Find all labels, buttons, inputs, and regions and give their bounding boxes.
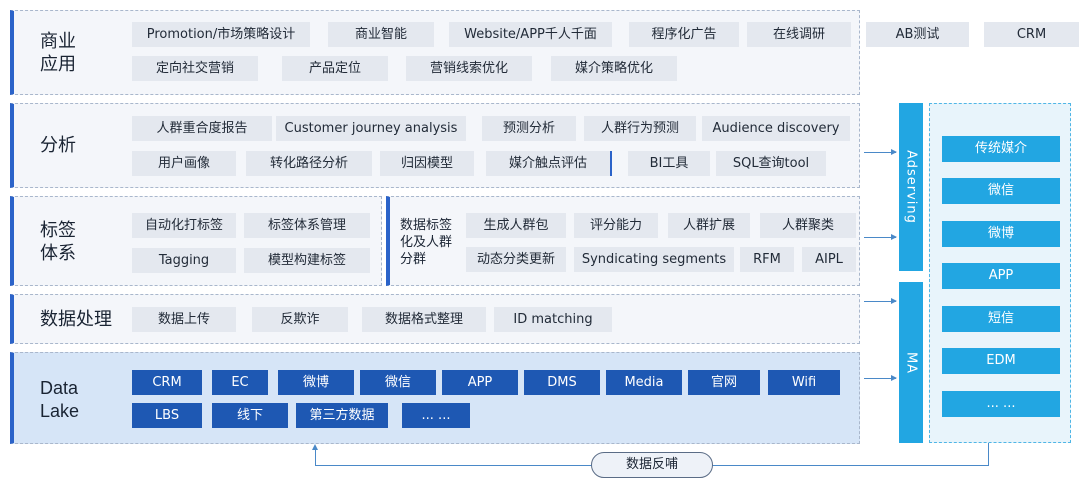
datalake-source[interactable]: EC — [212, 370, 268, 395]
analysis-separator — [610, 151, 612, 176]
feedback-label[interactable]: 数据反哺 — [591, 452, 713, 478]
analysis-tag[interactable]: 人群重合度报告 — [132, 116, 272, 141]
business-tag[interactable]: Website/APP千人千面 — [449, 22, 612, 47]
analysis-tag[interactable]: 人群行为预测 — [584, 116, 696, 141]
processing-tag[interactable]: 数据格式整理 — [362, 307, 486, 332]
analysis-tag[interactable]: 转化路径分析 — [246, 151, 372, 176]
segmentation-tag[interactable]: 人群聚类 — [760, 213, 856, 238]
media-item[interactable]: 短信 — [942, 306, 1060, 332]
business-tag[interactable]: 产品定位 — [282, 56, 388, 81]
business-tag[interactable]: 在线调研 — [747, 22, 851, 47]
processing-arrow — [864, 298, 897, 304]
media-item[interactable]: APP — [942, 263, 1060, 289]
feedback-line-vertical-right — [988, 443, 989, 465]
datalake-row: Data Lake CRM EC 微博 微信 APP DMS Media 官网 … — [10, 352, 860, 444]
ma-channel[interactable]: MA — [899, 282, 923, 443]
segmentation-tag[interactable]: 动态分类更新 — [466, 247, 566, 272]
datalake-source[interactable]: Media — [606, 370, 682, 395]
segmentation-tag[interactable]: 人群扩展 — [668, 213, 750, 238]
analysis-tag[interactable]: Audience discovery — [702, 116, 850, 141]
processing-title: 数据处理 — [40, 309, 112, 330]
adserving-channel[interactable]: Adserving — [899, 103, 923, 271]
media-item[interactable]: 微博 — [942, 221, 1060, 247]
business-tag[interactable]: 商业智能 — [328, 22, 434, 47]
datalake-source[interactable]: DMS — [524, 370, 600, 395]
datalake-source[interactable]: 微信 — [360, 370, 436, 395]
labels-arrow — [864, 234, 897, 240]
datalake-source[interactable]: Wifi — [768, 370, 840, 395]
labels-row: 标签 体系 自动化打标签 标签体系管理 Tagging 模型构建标签 — [10, 196, 382, 286]
media-item[interactable]: 微信 — [942, 178, 1060, 204]
analysis-arrow — [864, 149, 897, 155]
segmentation-tag[interactable]: 生成人群包 — [466, 213, 566, 238]
analysis-tag[interactable]: 归因模型 — [380, 151, 474, 176]
labels-tag[interactable]: 自动化打标签 — [132, 213, 236, 238]
business-tag[interactable]: 媒介策略优化 — [551, 56, 677, 81]
analysis-tag[interactable]: 预测分析 — [482, 116, 576, 141]
processing-row: 数据处理 数据上传 反欺诈 数据格式整理 ID matching — [10, 294, 860, 344]
segmentation-title: 数据标签 化及人群 分群 — [400, 218, 453, 267]
analysis-tag[interactable]: 用户画像 — [132, 151, 236, 176]
datalake-source[interactable]: CRM — [132, 370, 202, 395]
media-item[interactable]: EDM — [942, 348, 1060, 374]
datalake-title: Data Lake — [40, 378, 80, 421]
segmentation-tag[interactable]: RFM — [740, 247, 794, 272]
business-tag[interactable]: 定向社交营销 — [132, 56, 258, 81]
business-tag[interactable]: 营销线索优化 — [406, 56, 532, 81]
analysis-row: 分析 人群重合度报告 Customer journey analysis 预测分… — [10, 103, 860, 188]
datalake-source[interactable]: LBS — [132, 403, 202, 428]
processing-tag[interactable]: 反欺诈 — [252, 307, 348, 332]
feedback-line-vertical-left — [315, 449, 316, 465]
processing-tag[interactable]: ID matching — [494, 307, 612, 332]
business-row: 商业 应用 Promotion/市场策略设计 商业智能 Website/APP千… — [10, 10, 1079, 95]
datalake-arrow — [864, 375, 897, 381]
analysis-tag[interactable]: BI工具 — [628, 151, 710, 176]
media-item[interactable]: 传统媒介 — [942, 136, 1060, 162]
datalake-source[interactable]: 官网 — [688, 370, 760, 395]
analysis-tag[interactable]: 媒介触点评估 — [486, 151, 610, 176]
segmentation-tag[interactable]: Syndicating segments — [574, 247, 734, 272]
segmentation-tag[interactable]: AIPL — [802, 247, 856, 272]
analysis-tag[interactable]: Customer journey analysis — [276, 116, 466, 141]
business-title: 商业 应用 — [40, 31, 76, 75]
labels-title: 标签 体系 — [40, 220, 76, 264]
analysis-tag[interactable]: SQL查询tool — [716, 151, 826, 176]
segmentation-box: 数据标签 化及人群 分群 生成人群包 评分能力 人群扩展 人群聚类 动态分类更新… — [386, 196, 860, 286]
datalake-source[interactable]: APP — [442, 370, 518, 395]
ma-label: MA — [903, 351, 919, 374]
labels-tag[interactable]: 标签体系管理 — [244, 213, 370, 238]
datalake-source[interactable]: 线下 — [212, 403, 288, 428]
media-panel: 传统媒介 微信 微博 APP 短信 EDM ... ... — [929, 103, 1071, 443]
datalake-source[interactable]: ... ... — [402, 403, 470, 428]
media-item[interactable]: ... ... — [942, 391, 1060, 417]
business-tag[interactable]: CRM — [984, 22, 1079, 47]
segmentation-tag[interactable]: 评分能力 — [574, 213, 658, 238]
processing-tag[interactable]: 数据上传 — [132, 307, 236, 332]
adserving-label: Adserving — [903, 150, 919, 224]
feedback-arrowhead-icon — [312, 444, 318, 450]
labels-tag[interactable]: 模型构建标签 — [244, 248, 370, 273]
datalake-source[interactable]: 第三方数据 — [296, 403, 388, 428]
datalake-source[interactable]: 微博 — [278, 370, 354, 395]
business-tag[interactable]: Promotion/市场策略设计 — [132, 22, 310, 47]
labels-tag[interactable]: Tagging — [132, 248, 236, 273]
business-tag[interactable]: AB测试 — [866, 22, 969, 47]
business-tag[interactable]: 程序化广告 — [629, 22, 739, 47]
analysis-title: 分析 — [40, 135, 76, 156]
